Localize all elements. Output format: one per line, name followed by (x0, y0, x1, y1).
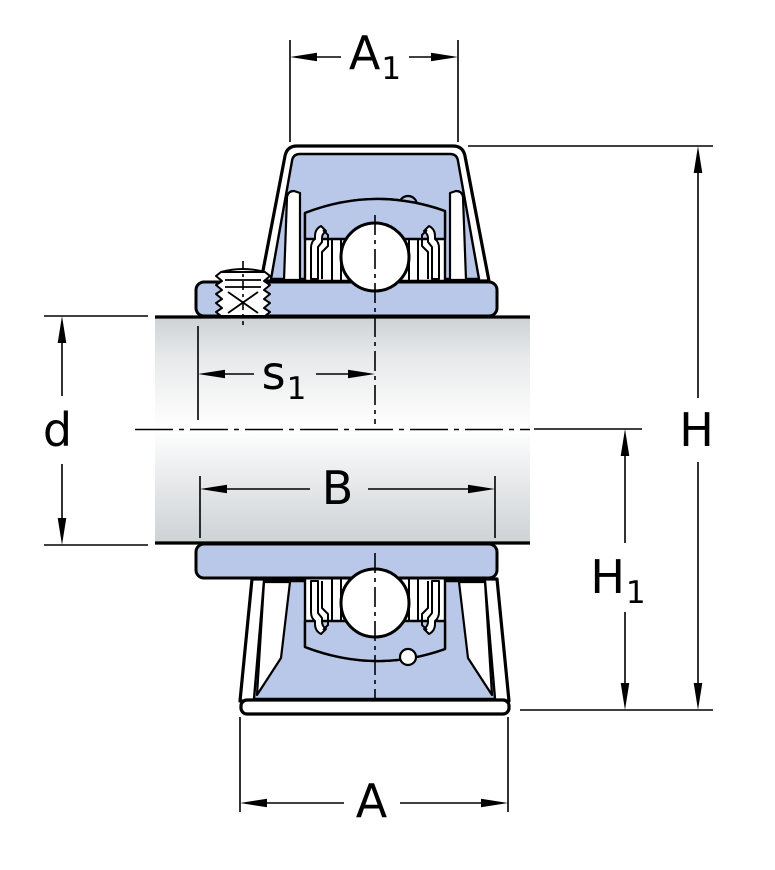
dimension-h1 (534, 428, 642, 710)
center-lines (135, 215, 530, 699)
label-s1: s1 (262, 350, 307, 405)
inner-ring-upper (194, 280, 499, 318)
dim-d-extension-lines (44, 315, 148, 546)
label-a1-sub: 1 (381, 51, 402, 87)
dim-d-arrow-bottom (57, 518, 67, 545)
dimension-h (468, 145, 713, 711)
dim-b-arrow-left (200, 484, 227, 494)
label-h-base: H (679, 403, 714, 457)
dim-d-arrow-top (57, 316, 67, 343)
dimension-a1 (289, 40, 459, 142)
dim-b-arrow-right (468, 484, 495, 494)
dim-s1-arrow-left (198, 369, 225, 379)
label-b-base: B (321, 461, 354, 515)
dimension-s1 (197, 326, 375, 420)
dim-b-extension-lines (199, 476, 496, 538)
upper-wall-face-left (282, 189, 302, 282)
label-s1-base: s (261, 346, 286, 400)
label-a-base: A (355, 774, 388, 828)
dim-a1-arrow-left (290, 52, 317, 62)
dim-h1-arrow-top (620, 429, 630, 456)
label-b: B (322, 465, 355, 511)
dimension-a (239, 717, 509, 812)
dim-a-arrow-left (240, 798, 267, 808)
lube-hole-lower (398, 647, 418, 667)
lower-wall-face-left (255, 580, 292, 697)
dimension-b (199, 476, 496, 538)
label-a: A (356, 778, 388, 824)
label-h: H (679, 407, 715, 453)
label-h1-base: H (590, 550, 625, 604)
upper-wall-face-right (448, 189, 468, 282)
dim-h-arrow-bottom (693, 683, 703, 710)
dim-a1-arrow-right (431, 52, 458, 62)
upper-housing-unit (194, 144, 499, 318)
label-d: d (43, 407, 73, 453)
label-h1: H1 (590, 554, 645, 609)
dim-h1-arrow-bottom (620, 683, 630, 710)
label-d-base: d (42, 403, 73, 457)
dim-h-arrow-top (693, 146, 703, 173)
dimension-d (44, 315, 148, 546)
housing-base-plate (239, 698, 511, 716)
lower-wall-face-right (457, 580, 494, 697)
label-h1-sub: 1 (625, 575, 646, 611)
label-s1-sub: 1 (286, 371, 307, 407)
dim-a-extension-lines (239, 717, 509, 812)
dim-s1-arrow-right (348, 369, 375, 379)
label-a1-base: A (348, 26, 381, 80)
label-a1: A1 (349, 30, 401, 85)
lower-housing-unit (194, 542, 511, 716)
inner-ring-lower (194, 542, 499, 580)
dim-a-arrow-right (481, 798, 508, 808)
